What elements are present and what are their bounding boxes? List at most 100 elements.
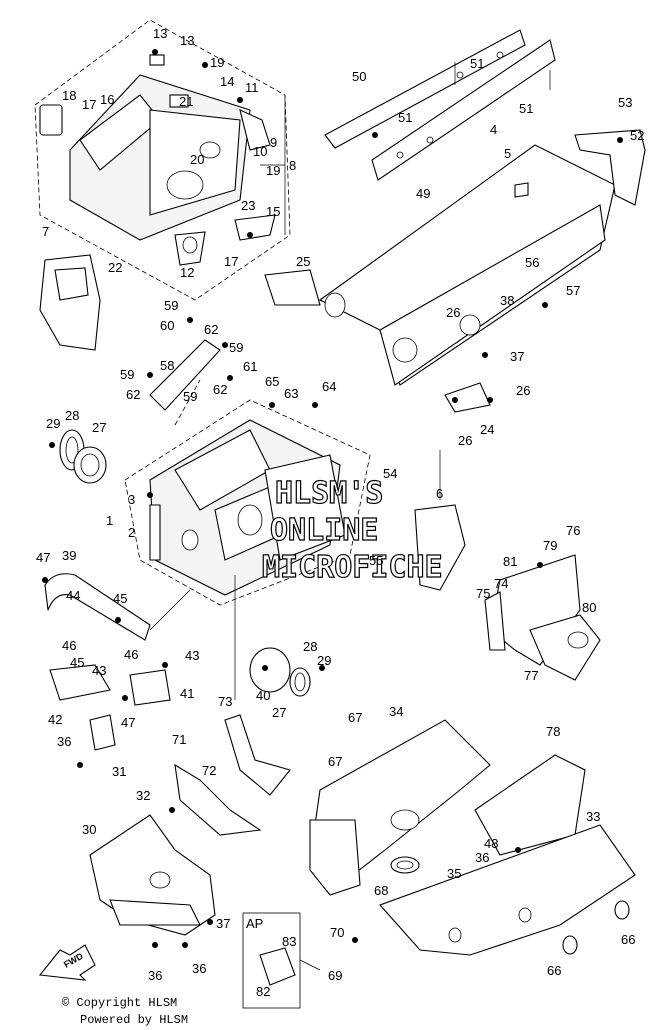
callout: 70	[330, 925, 344, 940]
callout: 56	[525, 255, 539, 270]
callout: 65	[265, 374, 279, 389]
callout: 10	[253, 144, 267, 159]
callout: 59	[229, 340, 243, 355]
callout: 39	[62, 548, 76, 563]
callout: 51	[398, 110, 412, 125]
callout: 30	[82, 822, 96, 837]
callout: 47	[36, 550, 50, 565]
callout: 53	[618, 95, 632, 110]
callout: 36	[475, 850, 489, 865]
mid-panels	[174, 714, 291, 836]
callout: 47	[121, 715, 135, 730]
callout: 36	[192, 961, 206, 976]
callout: 73	[218, 694, 232, 709]
callout: 37	[510, 349, 524, 364]
callout: 60	[160, 318, 174, 333]
powered-by-text: Powered by HLSM	[80, 1013, 189, 1027]
callout: 48	[484, 836, 498, 851]
callout: 77	[524, 668, 538, 683]
callout: 36	[57, 734, 71, 749]
callout: 17	[224, 254, 238, 269]
callout: 72	[202, 763, 216, 778]
callout: 66	[621, 932, 635, 947]
callout: 32	[136, 788, 150, 803]
callout: 66	[547, 963, 561, 978]
callout: 15	[266, 204, 280, 219]
callout: 80	[582, 600, 596, 615]
callout: 59	[120, 367, 134, 382]
callout: 62	[126, 387, 140, 402]
copyright-text: © Copyright HLSM	[62, 996, 178, 1010]
callout: 14	[220, 74, 234, 89]
watermark: HLSM'S ONLINE MICROFICHE	[261, 475, 443, 585]
callout: 5	[504, 146, 511, 161]
watermark-line1: HLSM'S	[275, 476, 383, 511]
main-frame-subassembly	[124, 399, 466, 700]
callout: 49	[416, 186, 430, 201]
ap-label: AP	[246, 916, 263, 931]
callout: 2	[128, 525, 135, 540]
callout: 83	[282, 934, 296, 949]
callout: 12	[180, 265, 194, 280]
callout: 17	[82, 97, 96, 112]
callout: 74	[494, 576, 508, 591]
callout: 50	[352, 69, 366, 84]
fasteners	[42, 49, 623, 948]
callout: 26	[458, 433, 472, 448]
callout: 64	[322, 379, 336, 394]
callout: 34	[389, 704, 403, 719]
callout: 22	[108, 260, 122, 275]
callout: 45	[70, 655, 84, 670]
callout: 45	[113, 591, 127, 606]
callout: 51	[519, 101, 533, 116]
tunnel	[318, 129, 646, 413]
callout: 18	[62, 88, 76, 103]
callout: 58	[160, 358, 174, 373]
callout: 26	[516, 383, 530, 398]
callout: 59	[164, 298, 178, 313]
callout: 13	[180, 33, 194, 48]
bracket-58	[149, 339, 221, 426]
callout: 3	[128, 492, 135, 507]
callout: 61	[243, 359, 257, 374]
callout: 63	[284, 386, 298, 401]
callout: 36	[148, 968, 162, 983]
callout: 76	[566, 523, 580, 538]
callout: 71	[172, 732, 186, 747]
callout: 8	[289, 158, 296, 173]
callout: 43	[92, 663, 106, 678]
callout: 23	[241, 198, 255, 213]
panel-78	[474, 754, 586, 856]
front-frame-subassembly	[34, 19, 321, 351]
callout: 6	[436, 486, 443, 501]
callout: 1	[106, 513, 113, 528]
callout: 21	[179, 94, 193, 109]
callout: 38	[500, 293, 514, 308]
callout: 44	[66, 588, 80, 603]
callout: 46	[124, 647, 138, 662]
callout: 11	[245, 80, 259, 95]
watermark-line2: ONLINE	[270, 513, 378, 548]
callout: 40	[256, 688, 270, 703]
callout: 81	[503, 554, 517, 569]
body-panel-34	[309, 719, 491, 896]
callout: 79	[543, 538, 557, 553]
callout: 68	[374, 883, 388, 898]
callout: 26	[446, 305, 460, 320]
boot-parts-left	[59, 429, 107, 484]
callout: 78	[546, 724, 560, 739]
callout: 25	[296, 254, 310, 269]
callout: 62	[213, 382, 227, 397]
callout: 67	[348, 710, 362, 725]
callout: 16	[100, 92, 114, 107]
callout: 62	[204, 322, 218, 337]
callout: 57	[566, 283, 580, 298]
callout: 42	[48, 712, 62, 727]
callout: 52	[630, 128, 644, 143]
callout: 59	[183, 389, 197, 404]
callout: 31	[112, 764, 126, 779]
callout: 51	[470, 56, 484, 71]
callout-labels: 13 13 19 14 11 18 17 16 21 9 20 10 19 8 …	[36, 26, 644, 999]
bumper-parts	[44, 573, 311, 751]
